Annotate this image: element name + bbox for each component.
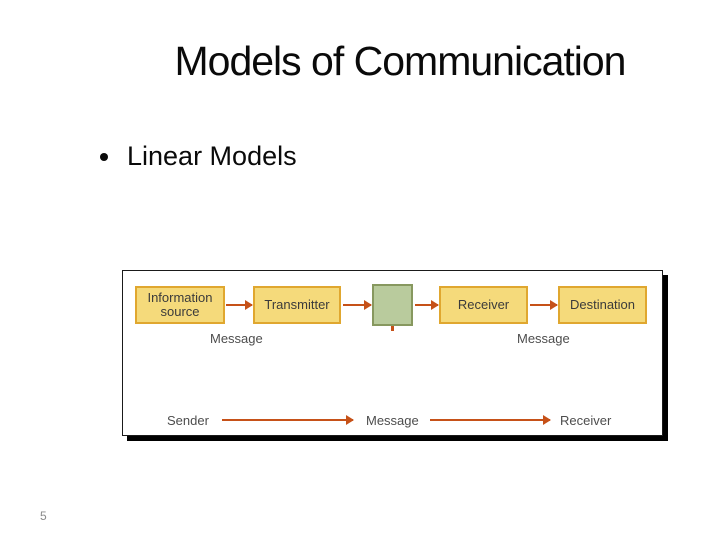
- box-information-source: Information source: [135, 286, 225, 324]
- box-channel: [372, 284, 413, 326]
- message-label-right: Message: [517, 331, 570, 346]
- box-destination-label: Destination: [569, 296, 636, 312]
- arrow-icon: [430, 415, 551, 425]
- arrow-icon: [530, 300, 558, 310]
- page-number: 5: [40, 509, 47, 523]
- communication-model-diagram: Information source Transmitter Receiver …: [122, 270, 663, 436]
- box-transmitter: Transmitter: [253, 286, 341, 324]
- bottom-receiver-label: Receiver: [560, 413, 612, 428]
- bullet-text: Linear Models: [127, 141, 297, 171]
- arrow-icon: [415, 300, 439, 310]
- bullet-icon: [100, 153, 108, 161]
- bottom-sender-label: Sender: [167, 413, 209, 428]
- arrow-icon: [222, 415, 354, 425]
- noise-line-stub: [391, 326, 394, 331]
- box-information-source-label: Information source: [147, 289, 213, 319]
- bottom-message-label: Message: [366, 413, 419, 428]
- slide-title: Models of Communication: [174, 38, 627, 84]
- box-destination: Destination: [558, 286, 647, 324]
- arrow-icon: [343, 300, 372, 310]
- arrow-icon: [226, 300, 253, 310]
- box-receiver-label: Receiver: [457, 296, 510, 312]
- bullet-item: Linear Models: [100, 140, 297, 174]
- message-label-left: Message: [210, 331, 263, 346]
- box-receiver: Receiver: [439, 286, 528, 324]
- box-transmitter-label: Transmitter: [264, 296, 330, 312]
